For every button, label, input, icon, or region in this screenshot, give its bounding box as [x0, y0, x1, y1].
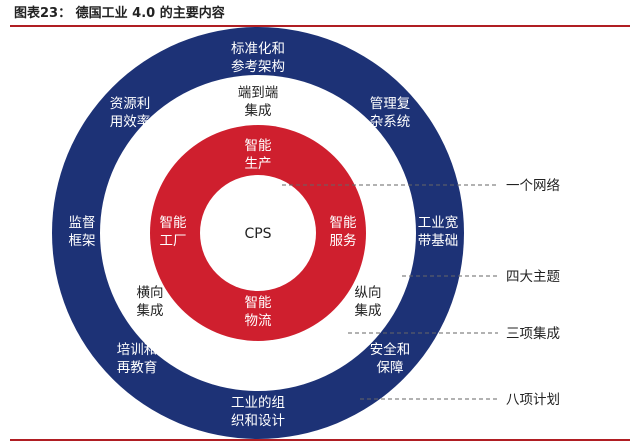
svg-text:物流: 物流 [245, 313, 272, 329]
svg-text:集成: 集成 [245, 103, 272, 119]
outer-ring-item: 标准化和 参考架构 [231, 41, 285, 75]
svg-text:横向: 横向 [137, 285, 164, 301]
svg-text:监督: 监督 [69, 215, 96, 231]
svg-text:带基础: 带基础 [418, 232, 459, 249]
inner-ring-item: 智能 工厂 [160, 215, 187, 249]
svg-text:端到端: 端到端 [238, 85, 279, 101]
legend-network: 一个网络 [506, 178, 560, 194]
svg-text:管理复: 管理复 [370, 95, 411, 112]
svg-text:智能: 智能 [160, 215, 187, 231]
middle-ring-item: 纵向 集成 [355, 285, 382, 319]
inner-ring-item: 智能 生产 [245, 138, 272, 172]
svg-text:参考架构: 参考架构 [231, 58, 285, 75]
top-rule [10, 25, 630, 27]
svg-text:集成: 集成 [137, 303, 164, 319]
svg-text:保障: 保障 [377, 360, 404, 376]
svg-text:工业宽: 工业宽 [418, 214, 459, 231]
inner-ring-item: 智能 物流 [245, 295, 272, 329]
outer-ring-item: 安全和 保障 [370, 341, 411, 376]
outer-ring-item: 管理复 杂系统 [370, 95, 411, 130]
svg-text:集成: 集成 [355, 303, 382, 319]
svg-text:培训和: 培训和 [117, 342, 158, 358]
middle-ring-item: 端到端 集成 [238, 85, 279, 119]
svg-text:资源利: 资源利 [110, 96, 151, 112]
middle-ring-item: 横向 集成 [137, 285, 164, 319]
svg-text:智能: 智能 [330, 215, 357, 231]
legend-integrations: 三项集成 [506, 326, 560, 342]
svg-text:杂系统: 杂系统 [370, 114, 411, 130]
svg-text:工业的组: 工业的组 [231, 395, 285, 411]
svg-text:用效率: 用效率 [110, 113, 151, 130]
svg-text:纵向: 纵向 [355, 285, 382, 301]
outer-ring-item: 培训和 再教育 [117, 342, 158, 376]
outer-ring-item: 资源利 用效率 [110, 96, 151, 130]
svg-text:框架: 框架 [69, 233, 96, 249]
svg-text:标准化和: 标准化和 [231, 41, 285, 57]
legend-themes: 四大主题 [506, 269, 560, 285]
svg-text:智能: 智能 [245, 138, 272, 154]
center-label: CPS [244, 226, 271, 242]
svg-text:智能: 智能 [245, 295, 272, 311]
inner-ring-item: 智能 服务 [330, 215, 357, 249]
center-disc [200, 175, 316, 291]
svg-text:安全和: 安全和 [370, 341, 411, 358]
legend-plans: 八项计划 [506, 392, 560, 408]
outer-ring-item: 工业的组 织和设计 [231, 395, 285, 429]
svg-text:服务: 服务 [330, 233, 357, 249]
svg-text:工厂: 工厂 [160, 233, 187, 249]
outer-ring-item: 监督 框架 [69, 215, 96, 249]
svg-text:生产: 生产 [245, 156, 272, 172]
bottom-rule [10, 439, 630, 441]
svg-text:再教育: 再教育 [117, 360, 158, 376]
figure-title: 图表23： 德国工业 4.0 的主要内容 [14, 6, 225, 21]
svg-text:织和设计: 织和设计 [231, 413, 285, 429]
outer-ring-item: 工业宽 带基础 [418, 214, 459, 249]
